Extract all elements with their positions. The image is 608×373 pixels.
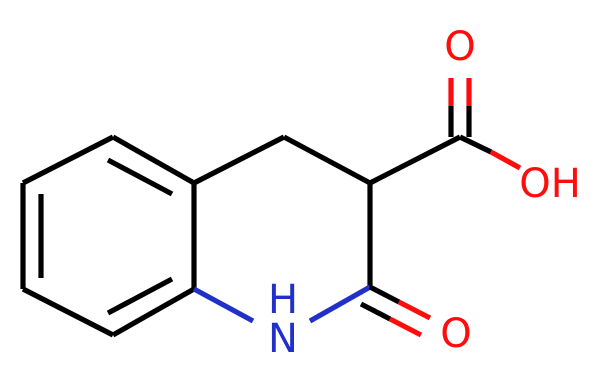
bond-cooh-oh-red [489, 149, 522, 171]
bond-c2-o-lower-red [388, 316, 423, 338]
bond-cooh-oh-black [458, 134, 493, 155]
benzene-ring [20, 134, 197, 338]
bond-c8-c8a [111, 286, 196, 338]
bond-n1-c2 [308, 284, 372, 324]
aromatic-double-bond-3 [106, 276, 174, 316]
amide-nitrogen-label: N [268, 316, 298, 362]
hydroxyl-label: OH [519, 161, 581, 207]
carbonyl-oxygen-label: O [444, 24, 475, 70]
bond-c4a-c5 [111, 134, 196, 186]
bond-c2-o-upper-black [368, 284, 401, 305]
bond-c2-o-lower-black [359, 301, 392, 322]
aromatic-double-bond-1 [106, 157, 174, 197]
bond-c4-c3 [282, 134, 372, 186]
bond-c2-o-upper-red [397, 299, 432, 321]
lactam-ring [192, 134, 373, 324]
lactam-oxygen-label: O [440, 311, 471, 357]
bond-c5-c6 [21, 134, 115, 186]
bond-c8a-n1 [192, 286, 255, 324]
amide-hydrogen-label: H [268, 277, 298, 323]
bond-c4a-c4 [192, 134, 286, 186]
carboxylic-acid-group [368, 78, 522, 186]
bond-c7-c8 [21, 286, 115, 338]
lactam-carbonyl [359, 284, 432, 338]
bond-c3-cooh [368, 134, 462, 186]
